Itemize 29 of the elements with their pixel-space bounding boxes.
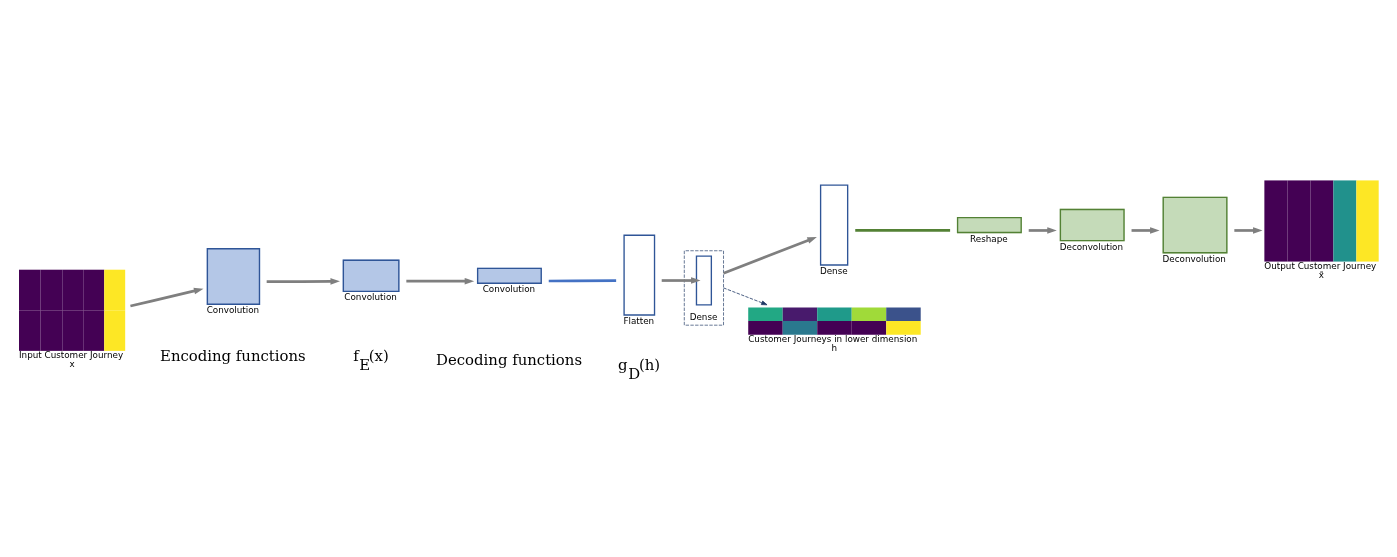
node-label: Input Customer Journey	[18, 349, 124, 360]
node-label: Customer Journeys in lower dimension	[748, 333, 918, 344]
node-label: Flatten	[623, 316, 655, 327]
arrow	[406, 277, 475, 285]
node-label: Convolution	[206, 305, 260, 316]
node-label: Reshape	[970, 233, 1008, 244]
label: Encoding functions	[160, 346, 306, 365]
arrow	[723, 236, 817, 275]
node-label: x	[69, 359, 75, 370]
connector	[548, 279, 617, 283]
arrow	[130, 287, 204, 308]
node-label: Convolution	[344, 292, 397, 303]
node-label: Output Customer Journey	[1264, 260, 1377, 271]
arrow	[266, 278, 340, 285]
node-label: Dense	[819, 266, 848, 277]
node-label: x̃	[1318, 270, 1325, 281]
cluster: Dense	[683, 250, 724, 326]
arrow	[661, 277, 701, 284]
arrow	[723, 287, 768, 306]
node-label: Deconvolution	[1162, 253, 1226, 264]
arrow	[1234, 227, 1263, 234]
node-label: Deconvolution	[1059, 241, 1124, 252]
node-label: h	[831, 343, 837, 354]
label: Decoding functions	[436, 350, 583, 369]
arrow	[1131, 227, 1160, 234]
arrow	[1028, 227, 1057, 234]
connector	[855, 229, 951, 232]
node-label: Convolution	[482, 284, 536, 295]
node-bar	[695, 255, 713, 306]
